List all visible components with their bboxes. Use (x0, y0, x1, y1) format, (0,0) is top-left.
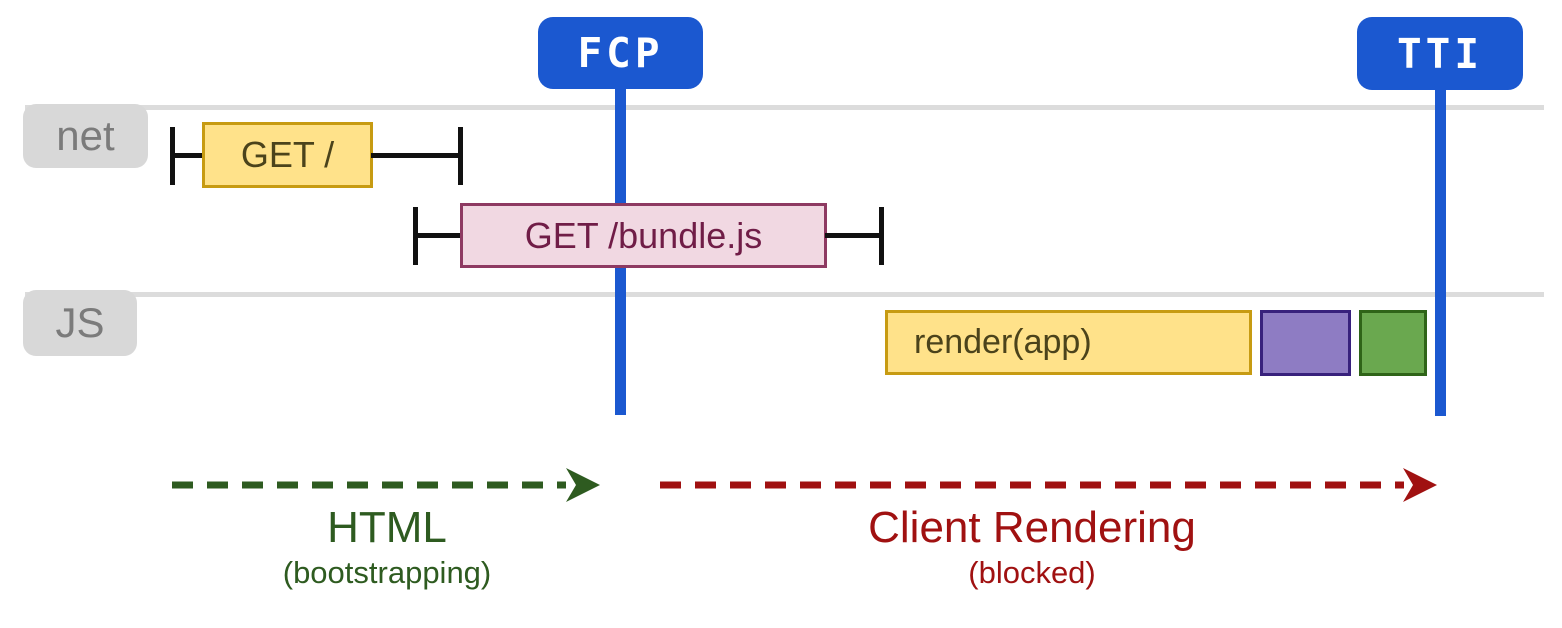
html-phase-label: HTML (327, 503, 447, 552)
html-phase-arrowhead (566, 468, 600, 502)
fcp-marker-badge: FCP (538, 17, 703, 89)
lane-label-net: net (23, 104, 148, 168)
get-root-request-box: GET / (202, 122, 373, 188)
client-rendering-phase-sublabel: (blocked) (968, 555, 1096, 590)
js-lane-line (25, 292, 1544, 297)
get-root-end-tick (458, 127, 463, 185)
lane-label-js: JS (23, 290, 137, 356)
get-bundle-start-wire (413, 233, 462, 238)
get-bundle-request-box: GET /bundle.js (460, 203, 827, 268)
net-lane-line (25, 105, 1544, 110)
get-root-end-wire (371, 153, 461, 158)
js-task-box-purple (1260, 310, 1351, 376)
client-rendering-phase-label: Client Rendering (868, 503, 1196, 552)
tti-marker-badge: TTI (1357, 17, 1523, 90)
get-root-start-wire (170, 153, 204, 158)
tti-timeline-line (1435, 84, 1446, 416)
js-task-box-green (1359, 310, 1427, 376)
render-app-task-box: render(app) (885, 310, 1252, 375)
get-bundle-end-wire (825, 233, 882, 238)
get-bundle-end-tick (879, 207, 884, 265)
client-phase-arrowhead (1403, 468, 1437, 502)
html-phase-sublabel: (bootstrapping) (282, 555, 492, 590)
